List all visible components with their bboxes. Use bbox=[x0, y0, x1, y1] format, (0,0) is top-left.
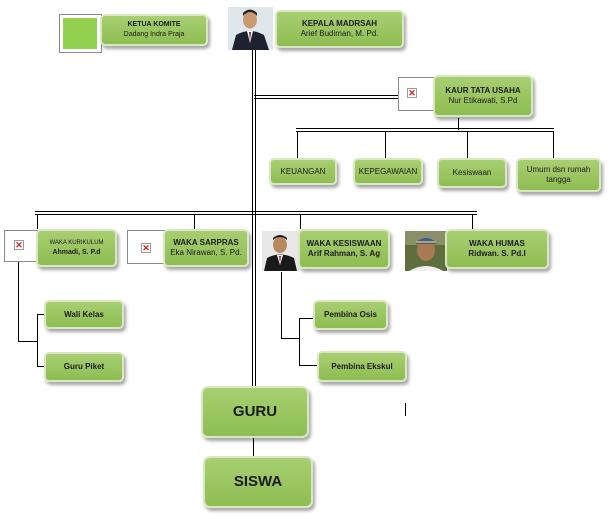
waka-kurikulum-title: WAKA KURIKULUM bbox=[49, 240, 104, 246]
tu-unit-label: KEPEGAWAIAN bbox=[358, 166, 418, 176]
tu-bus-line bbox=[296, 128, 554, 132]
tu-drop-2 bbox=[385, 132, 386, 158]
tu-drop-4 bbox=[553, 132, 554, 158]
waka-drop-3 bbox=[300, 215, 301, 229]
tu-unit-label: Umum dsn rumah tangga bbox=[526, 165, 591, 184]
broken-image-icon: ✕ bbox=[407, 88, 417, 98]
kaur-down-line bbox=[458, 118, 459, 130]
kurikulum-sub-v bbox=[37, 314, 38, 367]
sarpras-photo-frame: ✕ bbox=[127, 230, 165, 264]
wali-kelas-label: Wali Kelas bbox=[64, 309, 104, 319]
tu-unit-label: KEUANGAN bbox=[280, 166, 326, 176]
spine-line bbox=[252, 50, 256, 390]
waka-kurikulum-box: WAKA KURIKULUM Ahmadi, S. P.d bbox=[36, 229, 117, 267]
guru-label: GURU bbox=[232, 403, 278, 420]
humas-portrait-icon bbox=[405, 231, 447, 271]
kepala-photo bbox=[228, 7, 273, 50]
kaur-branch-line bbox=[254, 95, 398, 99]
komite-photo-placeholder bbox=[63, 18, 97, 49]
tu-drop-1 bbox=[297, 132, 298, 158]
kurikulum-sub-h2 bbox=[37, 366, 45, 367]
waka-kesiswaan-name: Arif Rahman, S. Ag bbox=[307, 249, 381, 258]
pembina-ekskul-box: Pembina Ekskul bbox=[317, 351, 407, 382]
tu-unit-kesiswaan: Kesiswaan bbox=[437, 158, 507, 188]
guru-piket-box: Guru Piket bbox=[44, 352, 124, 382]
kepala-portrait-icon bbox=[228, 7, 273, 50]
tu-unit-umum: Umum dsn rumah tangga bbox=[516, 158, 601, 192]
ketua-komite-box: KETUA KOMITE Dadang Indra Praja bbox=[100, 14, 208, 46]
kesiswaan-sub-h2 bbox=[299, 365, 318, 366]
kaur-photo-frame: ✕ bbox=[398, 77, 435, 111]
guru-box: GURU bbox=[201, 386, 309, 438]
kepala-box: KEPALA MADRSAH Arief Budiman, M. Pd. bbox=[275, 10, 404, 48]
waka-humas-box: WAKA HUMAS Ridwan. S. Pd.I bbox=[445, 229, 549, 269]
siswa-box: SISWA bbox=[203, 456, 313, 508]
waka-sarpras-box: WAKA SARPRAS Eka Nirawan, S. Pd. bbox=[163, 229, 249, 267]
kaur-box: KAUR TATA USAHA Nur Etikawati, S.Pd bbox=[433, 75, 533, 117]
tu-unit-kepegawaian: KEPEGAWAIAN bbox=[353, 158, 423, 185]
kesiswaan-portrait-icon bbox=[262, 231, 299, 271]
broken-image-icon: ✕ bbox=[141, 243, 151, 253]
komite-photo-frame bbox=[59, 14, 102, 53]
waka-drop-2 bbox=[194, 215, 195, 229]
kesiswaan-tree-h bbox=[281, 338, 300, 339]
waka-drop-4 bbox=[472, 215, 473, 229]
kesiswaan-photo bbox=[262, 231, 299, 271]
kurikulum-tree-v bbox=[18, 262, 19, 342]
text-cursor-mark bbox=[405, 403, 406, 416]
ketua-komite-name: Dadang Indra Praja bbox=[123, 31, 185, 38]
pembina-osis-label: Pembina Osis bbox=[324, 310, 377, 319]
waka-sarpras-title: WAKA SARPRAS bbox=[173, 238, 239, 247]
waka-kesiswaan-title: WAKA KESISWAAN bbox=[306, 239, 382, 248]
kesiswaan-tree-v bbox=[281, 272, 282, 339]
kurikulum-sub-h1 bbox=[37, 314, 45, 315]
kepala-title: KEPALA MADRSAH bbox=[301, 19, 378, 28]
kesiswaan-sub-v bbox=[299, 318, 300, 366]
guru-siswa-line bbox=[253, 438, 254, 456]
pembina-ekskul-label: Pembina Ekskul bbox=[331, 361, 393, 371]
tu-drop-3 bbox=[467, 132, 468, 158]
waka-kurikulum-name: Ahmadi, S. P.d bbox=[52, 249, 101, 256]
waka-humas-title: WAKA HUMAS bbox=[469, 239, 525, 248]
broken-image-icon: ✕ bbox=[14, 240, 24, 250]
kaur-name: Nur Etikawati, S.Pd bbox=[448, 96, 518, 105]
kesiswaan-sub-h1 bbox=[299, 318, 314, 319]
waka-drop-1 bbox=[37, 215, 38, 229]
tu-unit-label: Kesiswaan bbox=[452, 168, 492, 177]
kepala-name: Arief Budiman, M. Pd. bbox=[300, 29, 379, 38]
waka-humas-name: Ridwan. S. Pd.I bbox=[468, 249, 526, 258]
waka-bus-line bbox=[35, 211, 477, 215]
waka-kesiswaan-box: WAKA KESISWAAN Arif Rahman, S. Ag bbox=[298, 229, 390, 269]
siswa-label: SISWA bbox=[233, 473, 283, 490]
humas-photo bbox=[405, 231, 447, 271]
kurikulum-tree-h bbox=[18, 341, 38, 342]
guru-piket-label: Guru Piket bbox=[63, 362, 105, 371]
waka-sarpras-name: Eka Nirawan, S. Pd. bbox=[170, 248, 242, 257]
ketua-komite-title: KETUA KOMITE bbox=[127, 21, 181, 28]
pembina-osis-box: Pembina Osis bbox=[313, 300, 388, 330]
kurikulum-photo-frame: ✕ bbox=[4, 230, 38, 262]
kaur-title: KAUR TATA USAHA bbox=[445, 86, 521, 95]
wali-kelas-box: Wali Kelas bbox=[44, 300, 124, 329]
tu-unit-keuangan: KEUANGAN bbox=[269, 158, 337, 185]
